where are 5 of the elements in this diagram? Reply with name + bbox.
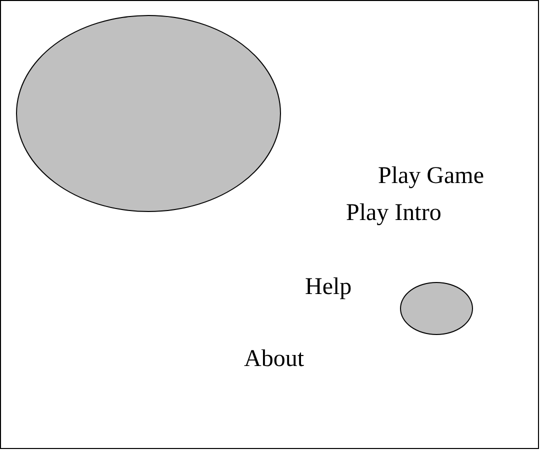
menu-item-text: Play Game: [378, 164, 484, 188]
menu-item-text: About: [244, 347, 304, 371]
menu-item-text: Help: [305, 275, 352, 299]
frame-box: [0, 0, 539, 449]
menu-item-text: Play Intro: [346, 201, 442, 225]
